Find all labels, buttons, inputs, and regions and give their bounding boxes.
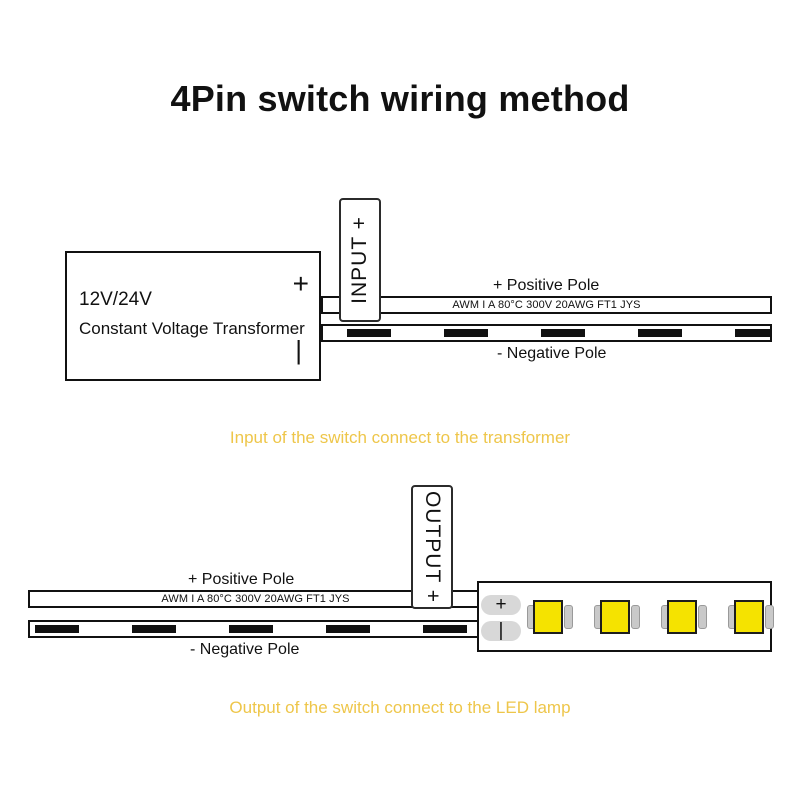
output-switch-label: OUTPUT +: [421, 490, 444, 604]
wire-dash: [638, 329, 682, 337]
led-contact-tab: [631, 605, 640, 629]
led-chip: [734, 600, 764, 634]
transformer-negative-terminal: |: [295, 335, 302, 365]
led-contact-tab: [765, 605, 774, 629]
led-pad-negative: |: [481, 621, 521, 641]
transformer-name: Constant Voltage Transformer: [79, 319, 305, 338]
output-switch-block[interactable]: OUTPUT +: [411, 485, 453, 609]
led-contact-tab: [698, 605, 707, 629]
lower-positive-pole-label: + Positive Pole: [188, 571, 295, 588]
wire-dash: [347, 329, 391, 337]
led-chip: [600, 600, 630, 634]
wire-dash: [423, 625, 467, 633]
wire-dash: [35, 625, 79, 633]
transformer-positive-terminal: +: [292, 268, 309, 299]
caption-input: Input of the switch connect to the trans…: [229, 428, 571, 447]
wire-dash: [735, 329, 770, 337]
transformer-box: 12V/24V Constant Voltage Transformer + |: [65, 251, 321, 381]
upper-negative-pole-label: - Negative Pole: [497, 345, 607, 362]
wire-dash: [229, 625, 273, 633]
led-pad-negative-symbol: |: [498, 620, 504, 641]
lower-positive-wire: AWM I A 80°C 300V 20AWG FT1 JYS: [28, 590, 483, 608]
led-chip: [667, 600, 697, 634]
input-switch-block[interactable]: INPUT +: [339, 198, 381, 322]
lower-cable-marking: AWM I A 80°C 300V 20AWG FT1 JYS: [161, 593, 350, 605]
lower-negative-pole-label: - Negative Pole: [190, 641, 300, 658]
wire-dash: [541, 329, 585, 337]
led-pad-positive: +: [481, 595, 521, 615]
page-title: 4Pin switch wiring method: [170, 78, 630, 119]
wire-dash: [326, 625, 370, 633]
led-chip: [533, 600, 563, 634]
upper-negative-wire: [321, 324, 772, 342]
upper-positive-wire: AWM I A 80°C 300V 20AWG FT1 JYS: [321, 296, 772, 314]
caption-output: Output of the switch connect to the LED …: [229, 698, 571, 717]
input-switch-label: INPUT +: [348, 216, 371, 304]
led-pad-positive-symbol: +: [495, 594, 507, 615]
led-contact-tab: [564, 605, 573, 629]
wire-dash: [444, 329, 488, 337]
wire-dash: [132, 625, 176, 633]
upper-cable-marking: AWM I A 80°C 300V 20AWG FT1 JYS: [452, 299, 641, 311]
led-strip: + |: [477, 581, 774, 652]
upper-positive-pole-label: + Positive Pole: [493, 277, 600, 294]
transformer-voltage: 12V/24V: [79, 289, 152, 310]
lower-negative-wire: [28, 620, 483, 638]
